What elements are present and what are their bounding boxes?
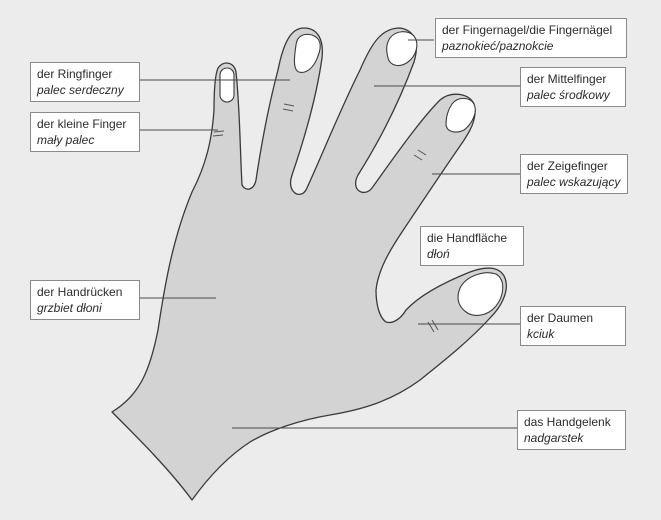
label-back-of-hand-pl: grzbiet dłoni bbox=[37, 301, 102, 315]
label-index-finger-pl: palec wskazujący bbox=[527, 175, 621, 189]
label-ring-finger-pl: palec serdeczny bbox=[37, 83, 124, 97]
label-index-finger: der Zeigefinger palec wskazujący bbox=[520, 154, 628, 194]
label-palm: die Handfläche dłoń bbox=[420, 226, 524, 266]
label-ring-finger: der Ringfinger palec serdeczny bbox=[30, 62, 140, 102]
label-thumb-pl: kciuk bbox=[527, 327, 555, 341]
label-middle-finger-de: der Mittelfinger bbox=[527, 72, 607, 86]
label-wrist-de: das Handgelenk bbox=[524, 415, 611, 429]
fingernail-little bbox=[219, 67, 235, 103]
label-little-finger-de: der kleine Finger bbox=[37, 117, 127, 131]
label-back-of-hand-de: der Handrücken bbox=[37, 285, 123, 299]
leader-lines bbox=[140, 39, 520, 429]
label-palm-de: die Handfläche bbox=[427, 231, 508, 245]
label-little-finger-pl: mały palec bbox=[37, 133, 95, 147]
label-middle-finger-pl: palec środkowy bbox=[527, 88, 610, 102]
label-back-of-hand: der Handrücken grzbiet dłoni bbox=[30, 280, 140, 320]
label-palm-pl: dłoń bbox=[427, 247, 450, 261]
fingernail-ring bbox=[293, 33, 321, 73]
hand-shape bbox=[111, 27, 507, 501]
label-fingernail-de: der Fingernagel/die Fingernägel bbox=[442, 23, 613, 37]
knuckle-creases bbox=[212, 103, 439, 333]
label-fingernail: der Fingernagel/die Fingernägel paznokie… bbox=[435, 18, 627, 58]
label-ring-finger-de: der Ringfinger bbox=[37, 67, 113, 81]
fingernail-thumb bbox=[457, 272, 504, 316]
label-thumb-de: der Daumen bbox=[527, 311, 594, 325]
label-middle-finger: der Mittelfinger palec środkowy bbox=[520, 67, 626, 107]
fingernail-index bbox=[445, 97, 476, 133]
label-index-finger-de: der Zeigefinger bbox=[527, 159, 608, 173]
label-wrist-pl: nadgarstek bbox=[524, 431, 584, 445]
label-fingernail-pl: paznokieć/paznokcie bbox=[442, 39, 554, 53]
label-wrist: das Handgelenk nadgarstek bbox=[517, 410, 626, 450]
label-little-finger: der kleine Finger mały palec bbox=[30, 112, 140, 152]
label-thumb: der Daumen kciuk bbox=[520, 306, 626, 346]
